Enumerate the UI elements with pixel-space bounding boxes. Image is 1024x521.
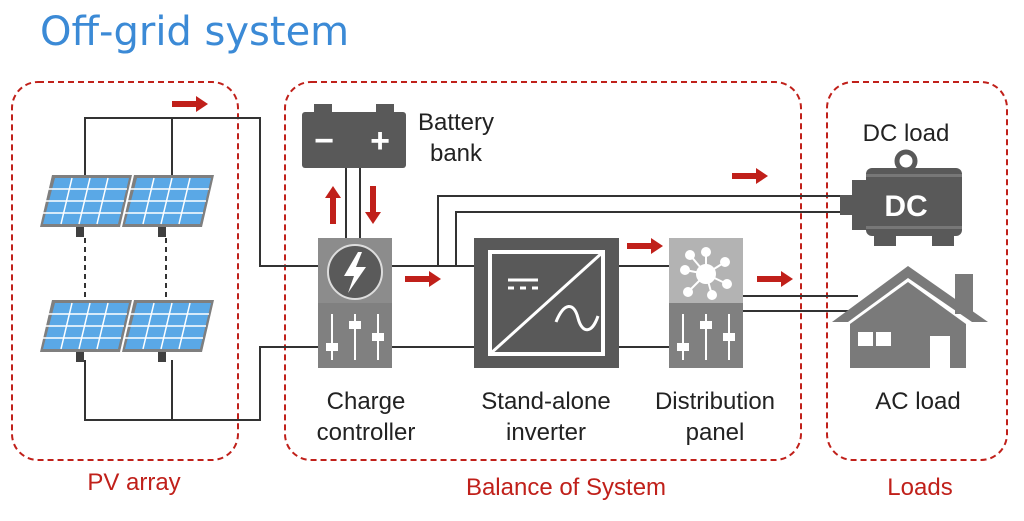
solar-panel-icon: [39, 174, 133, 238]
wiring: [84, 117, 858, 421]
solar-panel-icon: [121, 174, 215, 238]
flow-arrow-up: [325, 186, 341, 224]
dc-ac-inverter-icon: [474, 238, 619, 368]
pv-array-group-border: [11, 81, 239, 461]
battery-icon: − +: [302, 104, 406, 168]
loads-group-border: [826, 81, 1008, 461]
inverter-label-line-2: inverter: [506, 419, 586, 446]
battery-label-line-2: bank: [430, 140, 483, 167]
dc-motor-text: DC: [884, 190, 927, 223]
dc-motor-icon: DC: [840, 149, 962, 246]
battery-label-line-1: Battery: [418, 109, 494, 136]
flow-arrow-down: [365, 186, 381, 224]
flow-arrow-right: [757, 271, 793, 287]
ac-load-label: AC load: [875, 388, 960, 415]
flow-arrow-right: [627, 238, 663, 254]
group-label-pv-array: PV array: [87, 469, 180, 496]
group-label-balance-of-system: Balance of System: [466, 474, 666, 501]
hub-icon: [680, 247, 732, 300]
page-title: Off-grid system: [40, 9, 349, 55]
flow-arrow-right: [172, 96, 208, 112]
dc-load-label: DC load: [863, 120, 950, 147]
distribution-panel-device: [669, 238, 743, 368]
charge-controller-label-line-2: controller: [317, 419, 416, 446]
group-label-loads: Loads: [887, 474, 952, 501]
solar-panel-icon: [121, 299, 215, 363]
charge-controller-device: [318, 238, 392, 368]
pv-array: [39, 174, 215, 363]
battery-minus-symbol: −: [314, 122, 334, 160]
battery-plus-symbol: +: [370, 122, 390, 160]
inverter-label-line-1: Stand-alone: [481, 388, 610, 415]
solar-panel-icon: [39, 299, 133, 363]
balance-of-system-group-border: [284, 81, 802, 461]
flow-arrow-right: [405, 271, 441, 287]
distribution-label-line-2: panel: [686, 419, 745, 446]
house-icon: [832, 266, 988, 368]
distribution-label-line-1: Distribution: [655, 388, 775, 415]
flow-arrow-right: [732, 168, 768, 184]
charge-controller-label-line-1: Charge: [327, 388, 406, 415]
